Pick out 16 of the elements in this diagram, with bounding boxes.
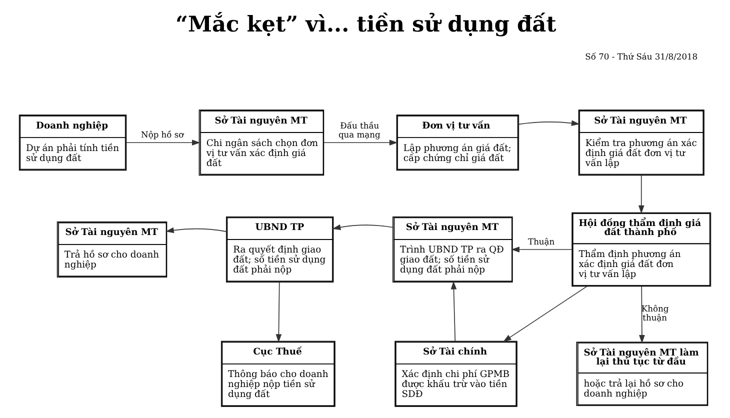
edge-label: Nộp hồ sơ [141, 130, 184, 140]
arrow [450, 281, 457, 342]
arrow [503, 286, 588, 342]
arrow [166, 227, 227, 234]
edge-label: Đấu thầu qua mạng [338, 120, 380, 140]
arrow [511, 246, 572, 252]
arrow [518, 120, 580, 126]
label: Số 70 - Thứ Sáu 31/8/2018 [585, 52, 698, 62]
arrow [332, 224, 394, 230]
edge-label: Thuận [528, 236, 555, 246]
arrow [323, 140, 398, 146]
arrow [276, 282, 282, 343]
diagram-title: “Mắc kẹt” vì... tiền sử dụng đất [175, 12, 556, 38]
arrow [638, 174, 644, 214]
arrow [639, 286, 645, 344]
arrow [126, 140, 200, 146]
